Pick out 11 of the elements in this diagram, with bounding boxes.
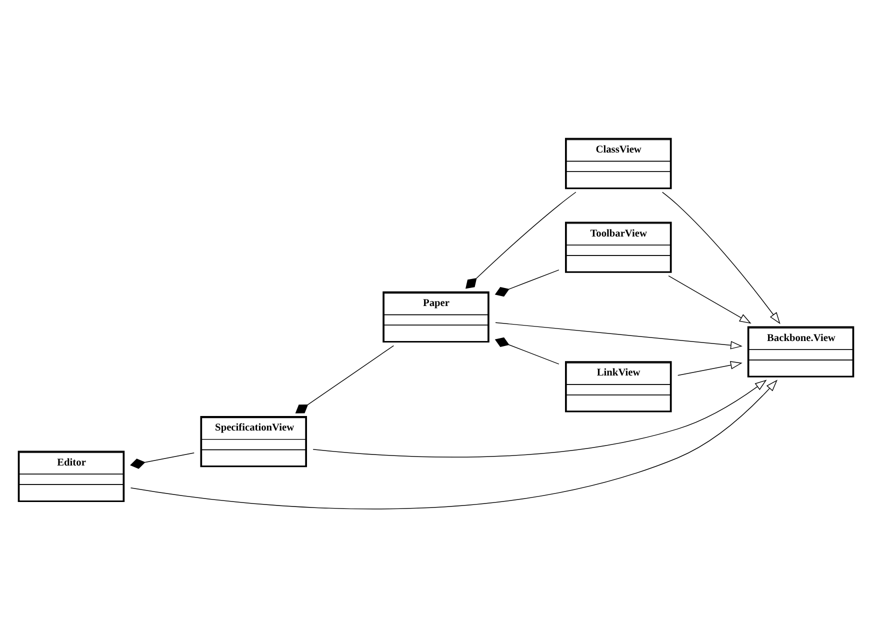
connector	[494, 336, 560, 364]
arrow	[130, 379, 778, 509]
arrow	[662, 191, 780, 324]
arrow	[678, 360, 742, 376]
arrow	[668, 274, 752, 324]
connector	[494, 269, 560, 296]
arrow	[495, 322, 742, 349]
arrow	[312, 379, 767, 457]
connector	[466, 191, 576, 288]
connector	[295, 344, 394, 413]
connector	[130, 452, 194, 468]
